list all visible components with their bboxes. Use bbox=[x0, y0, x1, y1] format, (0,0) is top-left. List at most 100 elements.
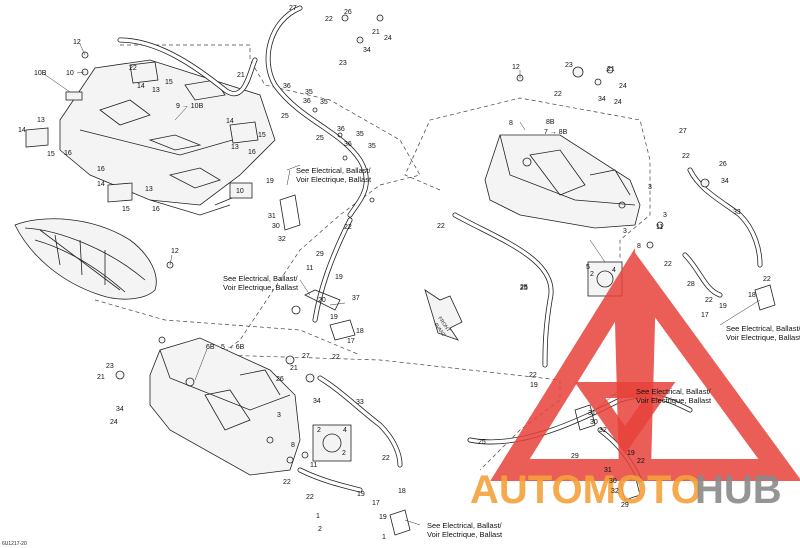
callout: 8 bbox=[509, 120, 513, 127]
svg-text:See Electrical, Ballast/: See Electrical, Ballast/ bbox=[726, 324, 800, 333]
callout: 15 bbox=[47, 151, 55, 158]
callout: 8B bbox=[546, 119, 555, 126]
callout: 21 bbox=[290, 365, 298, 372]
callout: 35 bbox=[320, 99, 328, 106]
note-electrical-3: See Electrical, Ballast/ Voir Electrique… bbox=[726, 324, 800, 342]
callout: 3 bbox=[663, 212, 667, 219]
callout: 34 bbox=[721, 178, 729, 185]
callout: 13 bbox=[152, 87, 160, 94]
callout: 31 bbox=[604, 467, 612, 474]
callout: 1 bbox=[382, 534, 386, 541]
callout: 22 bbox=[637, 458, 645, 465]
callout: 10 bbox=[236, 188, 244, 195]
callout: 18 bbox=[356, 328, 364, 335]
callout: 34 bbox=[313, 398, 321, 405]
callout: 23 bbox=[106, 363, 114, 370]
callout: 25 bbox=[281, 113, 289, 120]
callout: 19 bbox=[330, 314, 338, 321]
watermark-text-hub: HUB bbox=[695, 468, 782, 512]
note-electrical-1: See Electrical, Ballast/ Voir Electrique… bbox=[296, 166, 372, 184]
callout: 22 bbox=[332, 354, 340, 361]
callout: 34 bbox=[363, 47, 371, 54]
callout: 21 bbox=[372, 29, 380, 36]
callout: 10B bbox=[34, 70, 47, 77]
callout: 21 bbox=[97, 374, 105, 381]
callout: 24 bbox=[384, 35, 392, 42]
deck-panel bbox=[25, 59, 276, 216]
callout: 35 bbox=[356, 131, 364, 138]
callout: 22 bbox=[682, 153, 690, 160]
callout: 17 bbox=[372, 500, 380, 507]
callout: 34 bbox=[598, 96, 606, 103]
callout: 18 bbox=[398, 488, 406, 495]
callout: 22 bbox=[664, 261, 672, 268]
callouts-bottom-right: 31 30 32 29 19 22 31 30 32 29 25 bbox=[478, 410, 645, 509]
callout: 17 bbox=[347, 338, 355, 345]
callout: 12 bbox=[73, 39, 81, 46]
callout: 16 bbox=[248, 149, 256, 156]
callout: 19 bbox=[357, 491, 365, 498]
callout: 26 bbox=[344, 9, 352, 16]
callout: 23 bbox=[565, 62, 573, 69]
callout: 8 bbox=[637, 243, 641, 250]
callout: 24 bbox=[619, 83, 627, 90]
callout: 2 bbox=[317, 427, 321, 434]
callouts-top-left-panel: 12 10 10B 9 → 10B 22 14 13 15 13 14 15 1… bbox=[18, 39, 266, 213]
svg-text:Voir Electrique, Ballast: Voir Electrique, Ballast bbox=[726, 333, 800, 342]
svg-text:Voir Electrique, Ballast: Voir Electrique, Ballast bbox=[636, 396, 712, 405]
callout: 13 bbox=[37, 117, 45, 124]
callout: 11 bbox=[656, 224, 663, 231]
callout: 14 bbox=[97, 181, 105, 188]
note-electrical-2: See Electrical, Ballast/ Voir Electrique… bbox=[223, 274, 299, 292]
callout: 2 bbox=[590, 271, 594, 278]
callout: 33 bbox=[733, 209, 741, 216]
callout: 19 bbox=[335, 274, 343, 281]
callout: 33 bbox=[356, 399, 364, 406]
callout: 22 bbox=[306, 494, 314, 501]
callout: 16 bbox=[97, 166, 105, 173]
fittings bbox=[81, 14, 776, 536]
svg-text:Voir Electrique, Ballast: Voir Electrique, Ballast bbox=[427, 530, 503, 539]
callout: 15 bbox=[258, 132, 266, 139]
callout: 23 bbox=[339, 60, 347, 67]
callout: 12 bbox=[171, 248, 179, 255]
svg-text:See Electrical, Ballast/: See Electrical, Ballast/ bbox=[427, 521, 503, 530]
callout: 22 bbox=[344, 224, 352, 231]
callouts-top-center: 27 22 26 21 24 34 23 21 36 35 36 35 25 2… bbox=[237, 5, 392, 345]
callout: 25 bbox=[520, 284, 528, 291]
callout: 14 bbox=[18, 127, 26, 134]
svg-text:See Electrical, Ballast/: See Electrical, Ballast/ bbox=[296, 166, 372, 175]
callout: 24 bbox=[110, 419, 118, 426]
callout: 27 bbox=[679, 128, 687, 135]
callout: 7 → 8B bbox=[544, 129, 568, 136]
hoses bbox=[117, 5, 763, 493]
watermark-logo: AUTOMOTO HUB bbox=[470, 248, 800, 512]
callout: 36 bbox=[303, 98, 311, 105]
callout: 15 bbox=[122, 206, 130, 213]
callout: 26 bbox=[276, 376, 284, 383]
note-electrical-5: See Electrical, Ballast/ Voir Electrique… bbox=[427, 521, 503, 539]
callout: 25 bbox=[478, 439, 486, 446]
callout: 32 bbox=[599, 427, 607, 434]
callout: 21 bbox=[607, 66, 615, 73]
callout: 36 bbox=[283, 83, 291, 90]
callout: 19 bbox=[719, 303, 727, 310]
callout: 30 bbox=[609, 478, 617, 485]
callout: 9 → 10B bbox=[176, 103, 204, 110]
callout: 1 bbox=[316, 513, 320, 520]
callout: 36 bbox=[344, 141, 352, 148]
callout: 25 bbox=[520, 285, 528, 292]
callout: 3 bbox=[277, 412, 281, 419]
callout: 31 bbox=[268, 213, 276, 220]
callout: 30 bbox=[272, 223, 280, 230]
callout: 25 bbox=[316, 135, 324, 142]
callout: 2 bbox=[318, 526, 322, 533]
callout: 24 bbox=[614, 99, 622, 106]
callout: 14 bbox=[226, 118, 234, 125]
callout: 28 bbox=[687, 281, 695, 288]
callout: 22 bbox=[529, 372, 537, 379]
callout: 5 → 6B bbox=[221, 344, 245, 351]
callout: 2 bbox=[342, 450, 346, 457]
callout: 16 bbox=[64, 150, 72, 157]
